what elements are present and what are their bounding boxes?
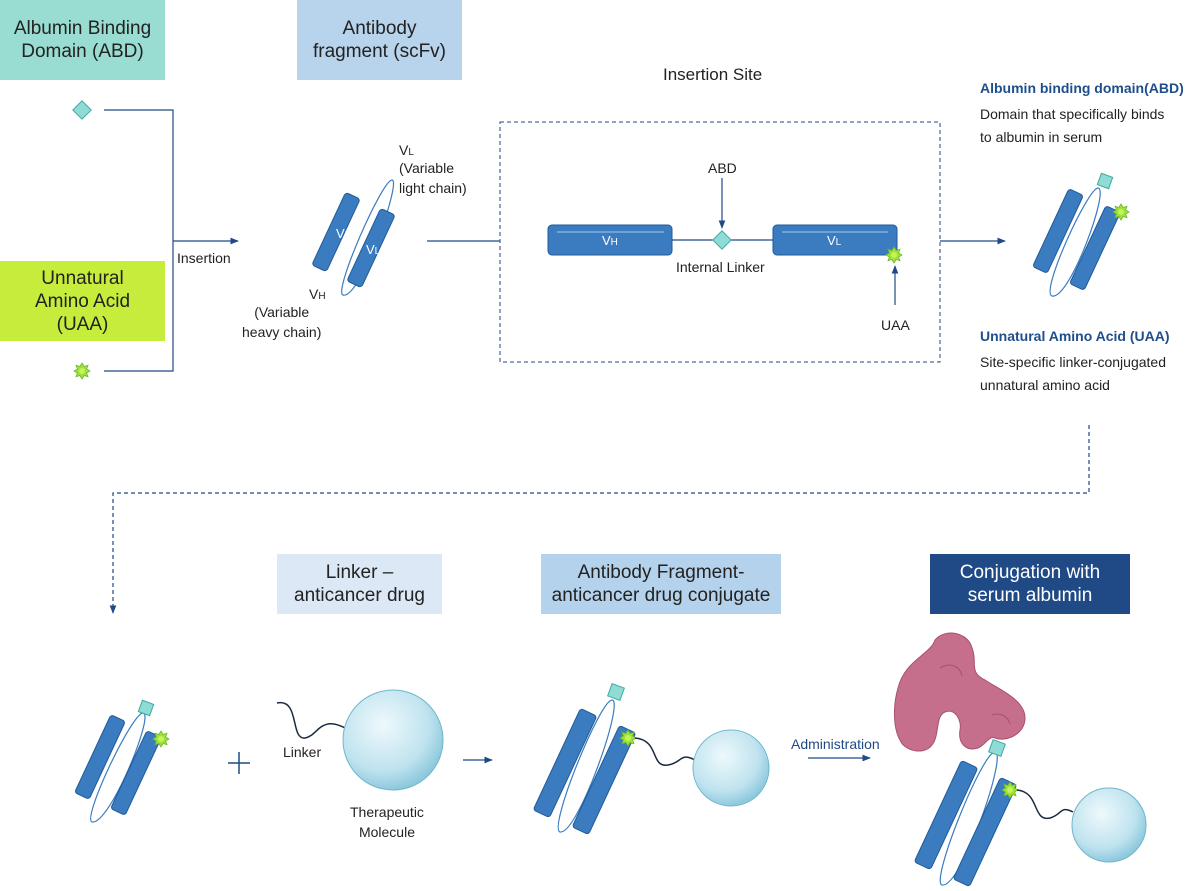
linker-label: Linker — [283, 744, 322, 760]
therapeutic-molecule-label: Therapeutic Molecule — [350, 804, 424, 840]
uaa-box-label: Unnatural Amino Acid (UAA) — [34, 267, 131, 335]
albumin-conjugation-box-label: Conjugation with serum albumin — [959, 562, 1101, 606]
abd-box-label: Albumin Binding Domain (ABD) — [13, 18, 152, 62]
uaa-insert-icon — [885, 246, 903, 264]
abd-note-title: Albumin binding domain(ABD) — [980, 80, 1184, 96]
serum-albumin-icon — [894, 632, 1026, 752]
vl-heading: VL — [399, 142, 414, 158]
flow-dashed-line — [109, 425, 1090, 614]
linker-drug-box-label: Linker – anticancer drug — [294, 562, 425, 606]
uaa-note-title: Unnatural Amino Acid (UAA) — [980, 328, 1170, 344]
plus-icon — [228, 752, 250, 774]
insertion-site-title: Insertion Site — [663, 65, 763, 84]
albumin-conjugation-box: Conjugation with serum albumin — [930, 554, 1130, 614]
abd-box: Albumin Binding Domain (ABD) — [0, 0, 165, 80]
scfv-box-label: Antibody fragment (scFv) — [312, 18, 447, 62]
conjugate-illustration — [533, 683, 770, 835]
abd-small-label: ABD — [708, 160, 737, 176]
vh-scfv-label: VH — [336, 226, 352, 241]
scfv-illustration — [312, 179, 395, 296]
abd-note-body: Domain that specifically binds to albumi… — [980, 106, 1165, 145]
abd-marker-icon — [72, 100, 92, 120]
vl-scfv-label: VL — [366, 242, 381, 257]
scfv-box: Antibody fragment (scFv) — [297, 0, 462, 80]
uaa-box: Unnatural Amino Acid (UAA) — [0, 261, 165, 341]
abd-connector — [72, 100, 239, 380]
uaa-note-body: Site-specific linker-conjugated unnatura… — [980, 354, 1166, 393]
bottom-scfv-illustration — [75, 699, 170, 823]
abd-insert-icon — [712, 230, 732, 250]
linker-drug-box: Linker – anticancer drug — [277, 554, 442, 614]
uaa-marker-icon — [73, 362, 91, 380]
variable-heavy-label: (Variable heavy chain) — [242, 304, 322, 340]
variable-light-label: (Variable light chain) — [399, 160, 467, 196]
vl-bar-label: VL — [827, 233, 842, 248]
therapeutic-molecule-icon — [342, 689, 444, 791]
result-scfv-illustration — [1033, 172, 1130, 297]
linker-line — [276, 702, 346, 739]
insertion-site-box — [499, 121, 941, 363]
administration-label: Administration — [791, 736, 880, 752]
internal-linker-label: Internal Linker — [676, 259, 765, 275]
conjugate-box: Antibody Fragment- anticancer drug conju… — [541, 554, 781, 614]
insertion-label: Insertion — [177, 250, 231, 266]
vh-bar-label: VH — [602, 233, 618, 248]
vh-heading: VH — [309, 286, 326, 302]
uaa-small-label: UAA — [881, 317, 910, 333]
conjugate-box-label: Antibody Fragment- anticancer drug conju… — [551, 562, 771, 606]
albumin-complex-illustration — [894, 632, 1147, 887]
